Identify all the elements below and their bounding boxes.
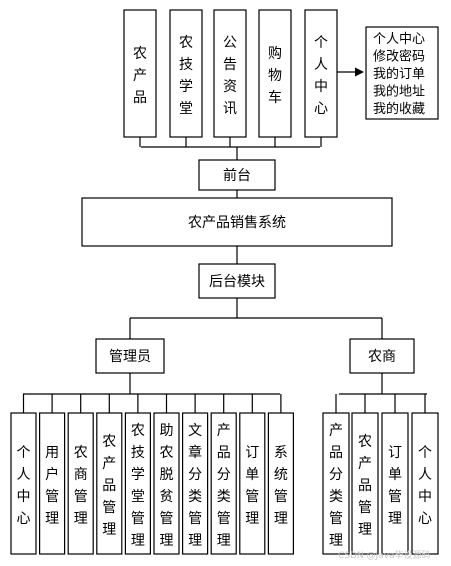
admin-module-box xyxy=(210,412,237,555)
farmer-module-label: 产品分类管理 xyxy=(329,423,343,549)
farmer-module-group: 产品分类管理 农产品管理 订单管理 个人中心 xyxy=(322,394,439,555)
front-box xyxy=(198,159,276,191)
admin-module-box xyxy=(38,412,66,555)
front-module-label: 公告资讯 xyxy=(223,35,237,117)
front-module-label: 农产品 xyxy=(133,46,147,106)
arrow-head-icon xyxy=(355,67,364,77)
farmer-module-box xyxy=(411,412,439,555)
admin-module-label: 系统管理 xyxy=(274,445,288,527)
front-module-box xyxy=(169,9,203,138)
personal-center-item: 修改密码 xyxy=(373,49,425,65)
personal-center-item: 我的订单 xyxy=(373,66,425,82)
front-module-label: 购物车 xyxy=(268,46,282,106)
personal-center-item: 我的地址 xyxy=(373,84,425,100)
admin-module-label: 产品分类管理 xyxy=(217,423,231,549)
farmer-module-label: 个人中心 xyxy=(418,445,432,527)
watermark: CSDN @Java毕设源码 xyxy=(338,549,431,561)
front-module-label: 农技学堂 xyxy=(179,35,193,117)
admin-module-box xyxy=(267,412,294,555)
backend-box xyxy=(198,263,276,299)
admin-module-box xyxy=(96,412,123,555)
backend-label: 后台模块 xyxy=(209,274,265,290)
farmer-label: 农商 xyxy=(368,349,396,365)
admin-box xyxy=(95,338,165,374)
front-module-label: 个人中心 xyxy=(314,35,328,117)
farmer-module-label: 订单管理 xyxy=(388,445,402,527)
connectors xyxy=(23,67,427,395)
farmer-module-box xyxy=(322,412,350,555)
admin-module-label: 文章分类管理 xyxy=(188,423,202,549)
personal-center-item: 我的收藏 xyxy=(373,101,425,117)
admin-module-box xyxy=(67,412,94,555)
admin-module-label: 农产品管理 xyxy=(102,434,116,538)
farmer-box xyxy=(349,338,415,374)
admin-module-box xyxy=(124,412,152,555)
admin-module-box xyxy=(182,412,209,555)
admin-module-label: 用户管理 xyxy=(45,445,59,527)
personal-center-item: 个人中心 xyxy=(373,32,425,47)
farmer-module-box xyxy=(351,412,379,555)
system-label: 农产品销售系统 xyxy=(188,215,286,231)
farmer-module-box xyxy=(381,412,409,555)
front-module-box xyxy=(213,9,247,138)
front-label: 前台 xyxy=(223,167,251,184)
admin-module-label: 农商管理 xyxy=(74,445,88,527)
admin-module-box xyxy=(153,412,180,555)
farmer-module-label: 农产品管理 xyxy=(358,434,372,538)
system-box xyxy=(81,197,393,247)
admin-module-label: 助农脱贫管理 xyxy=(160,423,174,549)
admin-module-label: 个人中心 xyxy=(17,445,31,527)
personal-center-submenu-box xyxy=(365,26,439,120)
admin-module-box xyxy=(239,412,266,555)
admin-module-label: 订单管理 xyxy=(245,445,259,527)
admin-module-box xyxy=(10,412,37,555)
front-module-box xyxy=(304,9,338,138)
admin-label: 管理员 xyxy=(109,349,151,365)
front-module-box xyxy=(123,9,157,138)
admin-module-label: 农技学堂管理 xyxy=(131,423,145,549)
front-module-box xyxy=(258,9,292,138)
front-module-group: 农产品 农技学堂 公告资讯 购物车 个人中心 xyxy=(123,9,338,147)
